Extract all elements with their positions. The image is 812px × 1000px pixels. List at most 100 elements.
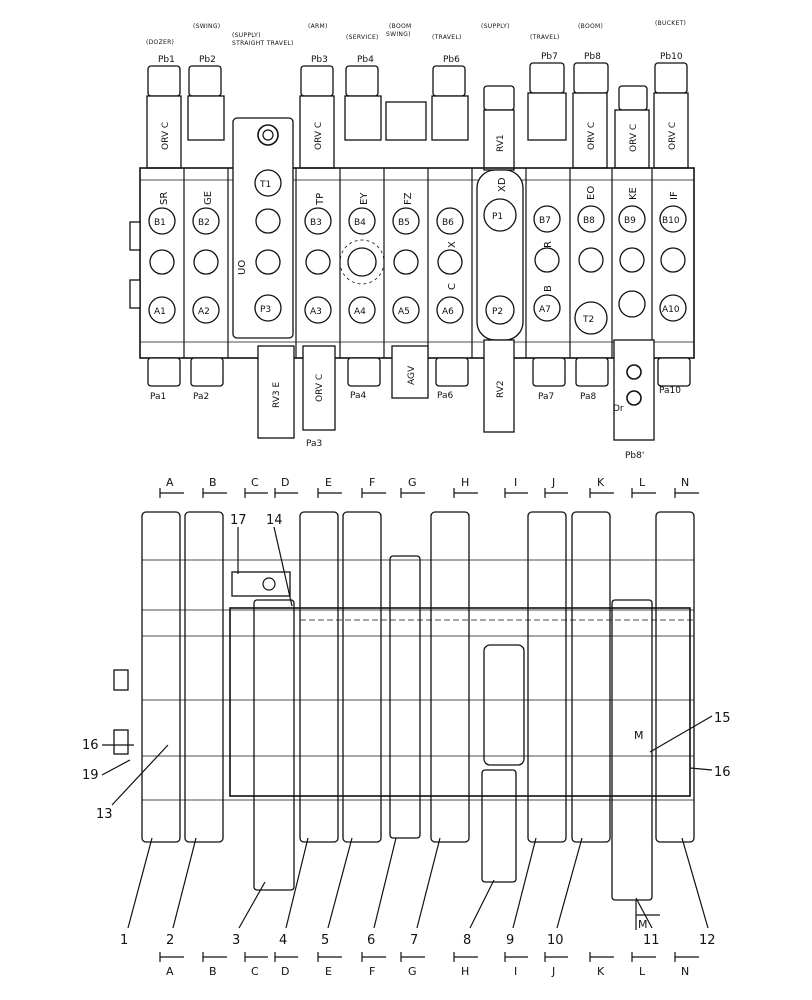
spool-letter-ge: GE (203, 191, 214, 205)
bottom-spool-view: 1 2 3 4 5 6 7 8 9 10 11 12 13 14 15 16 1… (82, 511, 731, 948)
port-b4: B4 (354, 218, 366, 228)
callout-9: 9 (506, 933, 514, 948)
section-g-top: G (408, 476, 417, 489)
port-b10: B10 (662, 216, 680, 226)
orvc-label-3: ORV C (314, 122, 324, 150)
spool-letter-if: IF (669, 191, 680, 200)
b-ports: B1 B2 B3 B4 B5 B6 B7 B8 B9 B10 (148, 205, 687, 235)
section-n-bottom: N (681, 965, 689, 978)
callout-leaders (101, 526, 713, 930)
callout-8: 8 (463, 933, 471, 948)
section-f-top: F (369, 476, 375, 489)
load-check-ports (149, 208, 686, 285)
header-supply-1: (SUPPLY) (232, 32, 261, 39)
port-b3: B3 (310, 218, 322, 228)
section-k-top: K (597, 476, 605, 489)
port-a5: A5 (398, 307, 410, 317)
rv3-label: RV3 E (272, 381, 282, 408)
callout-15: 15 (714, 711, 731, 726)
section-g-bottom: G (408, 965, 417, 978)
section-e-top: E (325, 476, 332, 489)
label-pb3: Pb3 (311, 55, 328, 65)
pilot-caps-bottom: RV3 E ORV C RV2 AGV (147, 339, 691, 441)
label-pa4: Pa4 (350, 391, 367, 401)
header-boom: (BOOM) (578, 23, 603, 30)
header-travel-2: (TRAVEL) (530, 34, 560, 41)
port-a6: A6 (442, 307, 454, 317)
orvc-label-bottom: ORV C (315, 374, 325, 402)
callout-13: 13 (96, 807, 113, 822)
section-c-bottom: C (251, 965, 259, 978)
port-b8: B8 (583, 216, 595, 226)
spool-letter-ke: KE (628, 187, 639, 200)
callout-19: 19 (82, 768, 99, 783)
port-p1: P1 (492, 212, 503, 222)
top-valve-view: (DOZER) (SWING) (SUPPLY) STRAIGHT TRAVEL… (129, 20, 695, 461)
label-pb10: Pb10 (660, 52, 683, 62)
header-boom-1: (BOOM (389, 23, 411, 30)
section-h-top: H (461, 476, 469, 489)
port-b2: B2 (198, 218, 210, 228)
label-pb1: Pb1 (158, 55, 175, 65)
callout-5: 5 (321, 933, 329, 948)
port-p3: P3 (260, 305, 271, 315)
spool-letter-tp: TP (315, 193, 326, 206)
label-pa8: Pa8 (580, 392, 597, 402)
rv1-label: RV1 (496, 134, 506, 152)
spool-letter-fz: FZ (403, 192, 414, 205)
label-dr: Dr (613, 404, 624, 414)
callout-12: 12 (699, 933, 716, 948)
label-pa10: Pa10 (659, 386, 681, 396)
port-t1: T1 (259, 180, 271, 190)
callout-7: 7 (410, 933, 418, 948)
callout-1: 1 (120, 933, 128, 948)
section-d-top: D (281, 476, 289, 489)
a-ports: A1 A2 A3 A4 A5 A6 A7 A10 (148, 294, 687, 324)
agv-label: AGV (407, 365, 417, 385)
section-b-top: B (209, 476, 217, 489)
section-a-bottom: A (166, 965, 174, 978)
orvc-label-9: ORV C (629, 124, 639, 152)
port-a10: A10 (662, 305, 680, 315)
label-pa6: Pa6 (437, 391, 454, 401)
section-i-bottom: I (514, 965, 517, 978)
spool-letter-b: B (543, 285, 554, 292)
callout-2: 2 (166, 933, 174, 948)
section-markers-top: A B C D E F G H I J K L N (159, 476, 699, 498)
spool-letters: SR GE UO TP EY FZ X C XD R B EO KE IF (159, 177, 680, 292)
label-pa1: Pa1 (150, 392, 166, 402)
section-a-top: A (166, 476, 174, 489)
label-pb8: Pb8 (584, 52, 601, 62)
section-m-lower: M (638, 918, 648, 931)
rv2-label: RV2 (496, 380, 506, 398)
label-pa2: Pa2 (193, 392, 209, 402)
section-l-bottom: L (639, 965, 646, 978)
label-pb2: Pb2 (199, 55, 216, 65)
section-j-bottom: J (551, 965, 555, 978)
orvc-label-1: ORV C (161, 122, 171, 150)
label-pb8-prime: Pb8' (625, 451, 644, 461)
section-l-top: L (639, 476, 646, 489)
port-b6: B6 (442, 218, 454, 228)
header-bucket: (BUCKET) (655, 20, 686, 27)
orvc-label-10: ORV C (668, 122, 678, 150)
spool-letter-eo: EO (586, 186, 597, 200)
callout-16-left: 16 (82, 738, 99, 753)
callout-6: 6 (367, 933, 375, 948)
spool-letter-x: X (447, 241, 458, 248)
section-k-bottom: K (597, 965, 605, 978)
section-d-bottom: D (281, 965, 289, 978)
header-boom-2: SWING) (386, 31, 411, 38)
port-b5: B5 (398, 218, 410, 228)
spool-letter-sr: SR (159, 192, 170, 205)
header-dozer: (DOZER) (146, 39, 174, 46)
callout-14: 14 (266, 513, 283, 528)
section-m-upper: M (634, 729, 644, 742)
port-b7: B7 (539, 216, 551, 226)
spool-letter-r: R (543, 241, 554, 248)
section-j-top: J (551, 476, 555, 489)
port-a7: A7 (539, 305, 551, 315)
label-pb7: Pb7 (541, 52, 558, 62)
header-supply-2: (SUPPLY) (481, 23, 510, 30)
